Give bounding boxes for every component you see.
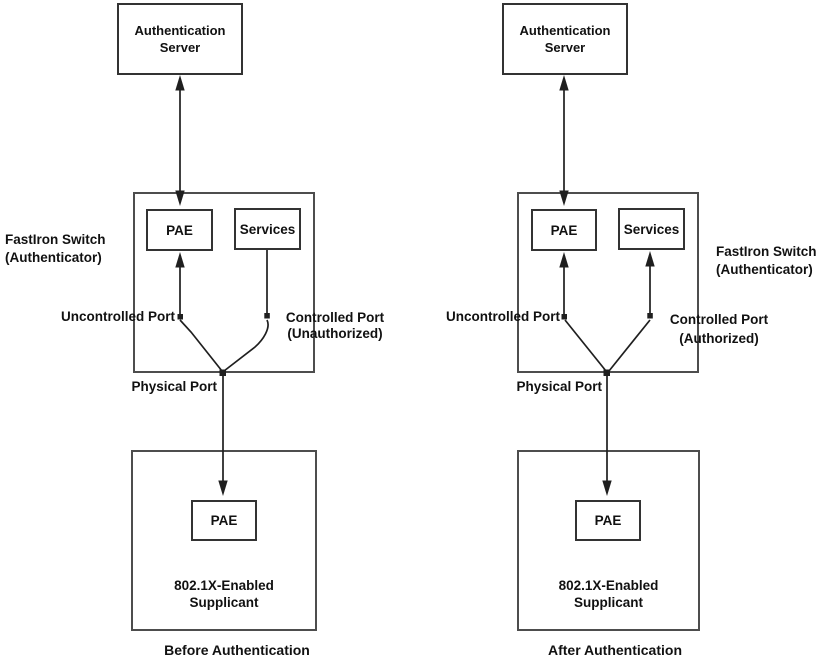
before-uncontrolled-port-label: Uncontrolled Port	[61, 309, 175, 324]
after-auth-server-label-line1: Authentication	[519, 22, 611, 38]
before-auth-server-box: Authentication Server	[117, 3, 243, 75]
before-authserver-pae-double-arrow	[175, 75, 185, 206]
before-controlled-port-label-line2: (Unauthorized)	[287, 325, 383, 341]
before-auth-server-label-line2: Server	[159, 40, 201, 55]
before-switch-label-line1: FastIron Switch	[5, 232, 106, 247]
after-services-box: Services	[618, 208, 685, 250]
before-switch-label-line2: (Authenticator)	[5, 249, 102, 265]
before-switch-label: FastIron Switch (Authenticator)	[5, 231, 106, 266]
before-switch-pae-label: PAE	[166, 222, 193, 238]
after-supplicant-pae-box: PAE	[575, 500, 641, 541]
after-switch-label-line2: (Authenticator)	[716, 261, 813, 277]
after-controlled-port-label: Controlled Port (Authorized)	[662, 310, 776, 348]
after-supplicant-pae-label: PAE	[594, 513, 622, 528]
before-supplicant-label-line1: 802.1X-Enabled	[174, 578, 274, 593]
after-switch-label-line1: FastIron Switch	[716, 244, 817, 259]
after-arrowhead-up-icon	[559, 75, 569, 91]
before-services-box: Services	[234, 208, 301, 250]
before-caption: Before Authentication	[164, 642, 310, 658]
after-supplicant-label-line1: 802.1X-Enabled	[558, 578, 659, 593]
before-supplicant-pae-box: PAE	[191, 500, 257, 541]
before-services-label: Services	[239, 221, 296, 237]
before-arrowhead-up-icon	[175, 75, 185, 91]
before-supplicant-pae-label: PAE	[210, 513, 238, 528]
after-switch-pae-box: PAE	[531, 209, 597, 251]
after-supplicant-label: 802.1X-Enabled Supplicant	[517, 577, 700, 611]
before-switch-pae-box: PAE	[146, 209, 213, 251]
after-switch-label: FastIron Switch (Authenticator)	[716, 243, 817, 278]
after-controlled-port-label-line2: (Authorized)	[679, 331, 759, 346]
before-auth-server-label-line1: Authentication	[134, 22, 226, 38]
after-services-label: Services	[623, 221, 680, 237]
after-physical-port-label: Physical Port	[516, 379, 602, 394]
before-supplicant-label: 802.1X-Enabled Supplicant	[131, 577, 317, 611]
before-controlled-port-label-line1: Controlled Port	[285, 310, 385, 325]
after-uncontrolled-port-label: Uncontrolled Port	[446, 309, 560, 324]
after-supplicant-label-line2: Supplicant	[573, 595, 643, 610]
after-caption: After Authentication	[547, 642, 683, 658]
before-supplicant-label-line2: Supplicant	[189, 595, 259, 610]
before-controlled-port-label: Controlled Port (Unauthorized)	[278, 310, 392, 341]
after-authserver-pae-double-arrow	[559, 75, 569, 206]
after-auth-server-label-line2: Server	[544, 40, 586, 55]
after-controlled-port-label-line1: Controlled Port	[669, 312, 769, 327]
before-physical-port-label: Physical Port	[131, 379, 217, 394]
after-auth-server-box: Authentication Server	[502, 3, 628, 75]
after-switch-pae-label: PAE	[550, 222, 578, 238]
